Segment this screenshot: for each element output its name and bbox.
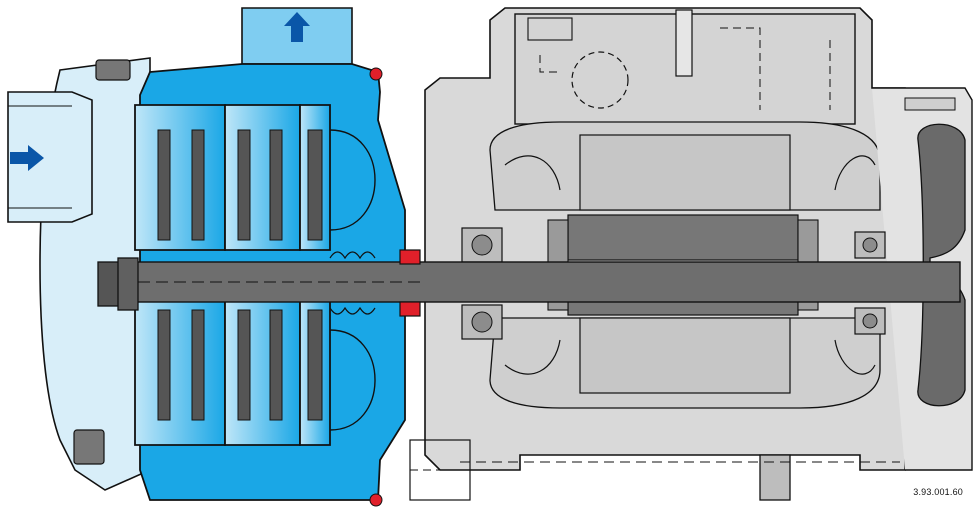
stator-core-lower: [579, 317, 791, 394]
final-stage-volute-upper: [329, 129, 376, 231]
stator-core-upper: [579, 134, 791, 211]
shaft-nut: [117, 257, 139, 311]
arrow-right-icon: [10, 145, 44, 171]
rotor-core-upper: [567, 214, 799, 261]
impeller-stage-lower-2: [224, 299, 301, 446]
impeller-vane: [237, 309, 251, 421]
fan-cover-screw: [904, 97, 956, 111]
motor-bearings: [461, 227, 886, 340]
shaft: [119, 261, 961, 303]
impeller-vane: [307, 129, 323, 241]
front-bearing-top-ball: [471, 234, 493, 256]
impeller-vane: [269, 129, 283, 241]
rear-bearing-top-ball: [862, 237, 878, 253]
impeller-vane: [191, 309, 205, 421]
terminal-box-hidden-lines: [539, 27, 831, 110]
rear-bearing-top: [854, 231, 886, 259]
impeller-vane: [237, 129, 251, 241]
priming-plug: [95, 59, 131, 81]
mechanical-seal: [329, 67, 421, 507]
impeller-stage-upper-3: [299, 104, 331, 251]
impeller-stage-lower-1: [134, 299, 226, 446]
seal-spring-lower: [329, 306, 376, 315]
diffuser: [224, 299, 301, 446]
arrow-up-icon: [284, 12, 310, 42]
impeller-stage-lower-3: [299, 299, 331, 446]
drain-plug: [73, 429, 105, 465]
stator-end-turn-lower: [504, 339, 876, 375]
o-ring-bottom: [369, 493, 383, 507]
impeller-vane: [191, 129, 205, 241]
diffuser: [134, 104, 226, 251]
diffuser: [134, 299, 226, 446]
o-ring-top: [369, 67, 383, 81]
impeller-stage-upper-1: [134, 104, 226, 251]
terminal-box-screw: [675, 9, 693, 77]
impeller-vane: [307, 309, 323, 421]
casing-fixings: [73, 59, 520, 501]
terminal-box-cable-gland: [571, 51, 629, 109]
seal-ring-upper: [399, 249, 421, 265]
impeller-vane: [157, 309, 171, 421]
impeller-vane: [157, 129, 171, 241]
final-stage-volute-lower: [329, 329, 376, 431]
motor-stator: [489, 121, 881, 409]
rear-bearing-bottom-ball: [862, 313, 878, 329]
seal-ring-lower: [399, 301, 421, 317]
diffuser: [224, 104, 301, 251]
pump-shaft: [97, 257, 961, 311]
front-bearing-bottom-ball: [471, 311, 493, 333]
impeller-vane: [269, 309, 283, 421]
stator-end-turn-upper: [504, 155, 876, 191]
terminal-block: [527, 17, 573, 41]
inlet-port: [7, 91, 93, 223]
reference-code: 3.93.001.60: [913, 487, 963, 497]
impeller-stage-upper-2: [224, 104, 301, 251]
seal-spring-upper: [329, 251, 376, 260]
impeller-stages: [134, 104, 376, 446]
